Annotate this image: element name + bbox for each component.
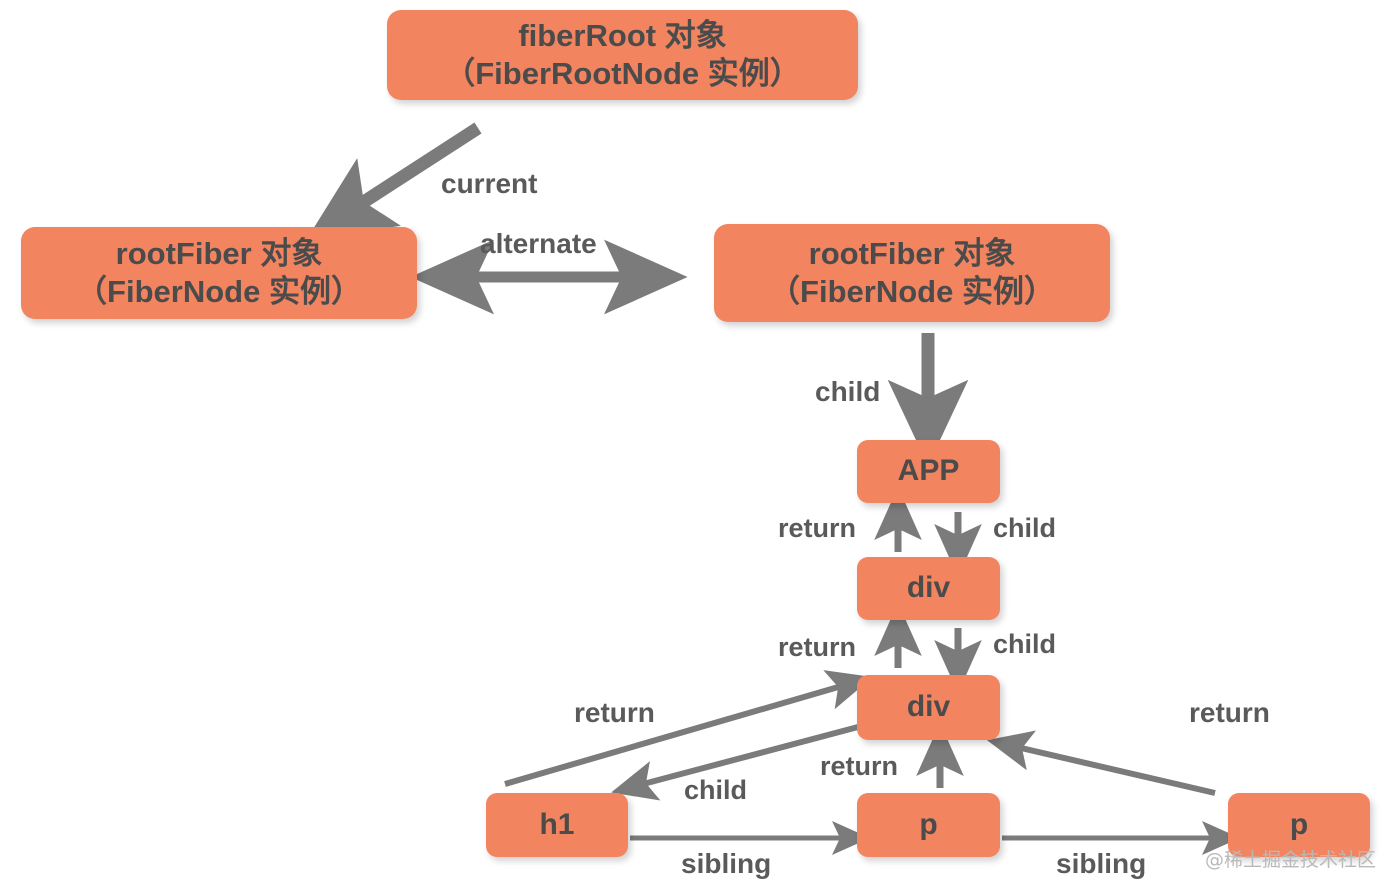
node-p-1-label: p bbox=[919, 807, 938, 841]
edge-label-return-h1: return bbox=[574, 697, 655, 728]
node-rootfiber-left-line2: （FiberNode 实例） bbox=[76, 274, 362, 309]
node-p-2-label: p bbox=[1289, 807, 1309, 841]
edge-label-sibling-h1-p1: sibling bbox=[681, 848, 772, 879]
node-app[interactable]: APP bbox=[857, 440, 1000, 503]
edge-current bbox=[307, 122, 482, 239]
node-fiberroot-line1: fiberRoot 对象 bbox=[518, 18, 727, 54]
edge-label-return-div1: return bbox=[778, 632, 857, 662]
node-h1-label: h1 bbox=[539, 807, 575, 841]
edge-label-return-app: return bbox=[778, 513, 857, 543]
node-p-2[interactable]: p bbox=[1228, 793, 1370, 857]
edge-return-p2 bbox=[986, 730, 1216, 796]
node-div-2-label: div bbox=[906, 690, 951, 724]
edge-label-alternate: alternate bbox=[480, 228, 597, 259]
node-rootfiber-right-line1: rootFiber 对象 bbox=[808, 236, 1016, 272]
node-app-label: APP bbox=[897, 454, 960, 488]
node-fiberroot-line2: （FiberRootNode 实例） bbox=[444, 56, 801, 91]
edge-return-h1 bbox=[504, 670, 873, 787]
edge-label-current: current bbox=[441, 168, 538, 199]
edge-label-return-p1: return bbox=[820, 751, 899, 781]
node-div-2[interactable]: div bbox=[857, 675, 1000, 740]
edge-label-child-div1: child bbox=[993, 629, 1057, 659]
node-div-1-label: div bbox=[906, 571, 951, 605]
edge-label-return-p2: return bbox=[1189, 697, 1270, 728]
edge-label-child-app: child bbox=[993, 513, 1057, 543]
node-rootfiber-left[interactable]: rootFiber 对象 （FiberNode 实例） bbox=[21, 227, 417, 319]
edge-child-div2 bbox=[611, 724, 859, 801]
node-h1[interactable]: h1 bbox=[486, 793, 628, 857]
node-rootfiber-right-line2: （FiberNode 实例） bbox=[769, 274, 1055, 309]
watermark: @稀土掘金技术社区 bbox=[1205, 849, 1377, 871]
edge-label-child-div2: child bbox=[684, 775, 748, 805]
node-rootfiber-left-line1: rootFiber 对象 bbox=[115, 236, 323, 272]
node-fiberroot[interactable]: fiberRoot 对象 （FiberRootNode 实例） bbox=[387, 10, 858, 100]
node-rootfiber-right[interactable]: rootFiber 对象 （FiberNode 实例） bbox=[714, 224, 1110, 322]
node-p-1[interactable]: p bbox=[857, 793, 1000, 857]
edge-label-sibling-p1-p2: sibling bbox=[1056, 848, 1147, 879]
edge-label-child-rootfiber: child bbox=[815, 376, 881, 407]
node-div-1[interactable]: div bbox=[857, 557, 1000, 620]
